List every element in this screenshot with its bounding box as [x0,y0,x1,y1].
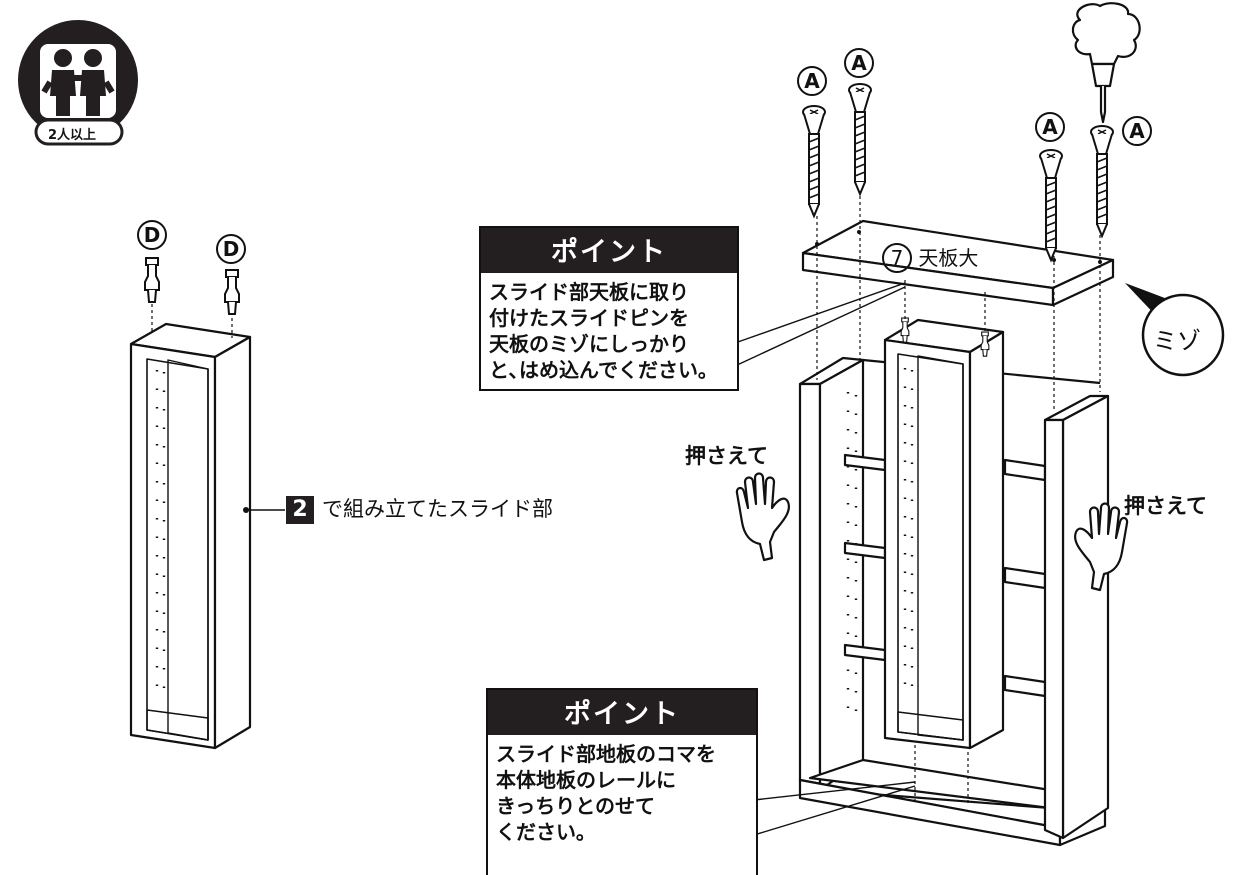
point-box-top: ポイント スライド部天板に取り 付けたスライドピンを 天板のミゾにしっかり と､… [479,226,739,391]
point-heading: ポイント [481,228,737,273]
screw-part-label: A [1122,116,1152,146]
point-leaders [734,282,916,836]
screw-icon [848,83,872,195]
slide-unit-in-cabinet [843,318,1005,750]
hand-icon [735,472,791,562]
top-board-label: 7 天板大 [882,242,978,273]
label-leader-dot [243,507,249,513]
screw-part-label: A [797,66,827,96]
pin-part-label: D [216,234,246,264]
pin-part-label: D [137,220,167,250]
point-heading: ポイント [488,690,756,735]
slide-unit-illustration [129,322,252,750]
top-board-holes [815,230,1102,264]
screw-part-label: A [844,48,874,78]
step-number-badge: 2 [286,496,314,524]
screw-icon [1039,149,1063,261]
hold-instruction-left: 押さえて [685,444,768,468]
top-board [801,219,1115,307]
screw-part-label: A [1035,112,1065,142]
screw-icon [1090,125,1114,237]
cabinet-body [798,356,1110,847]
groove-callout-text: ミゾ [1153,327,1201,355]
groove-callout-bubble [1125,283,1225,377]
screw-icon [802,105,826,217]
point-box-bottom: ポイント スライド部地板のコマを 本体地板のレールに きっちりとのせて ください… [486,688,758,875]
point-body: スライド部地板のコマを 本体地板のレールに きっちりとのせて ください｡ [496,742,716,844]
screwdriver-icon [1071,2,1141,124]
point-body: スライド部天板に取り 付けたスライドピンを 天板のミゾにしっかり と､はめ込んで… [489,280,708,382]
alignment-guides [816,196,1101,806]
hold-instruction-right: 押さえて [1124,494,1207,518]
slide-pin-icon [224,269,240,315]
slide-pin-icon [144,257,160,303]
two-person-icon [18,20,138,146]
two-person-badge-text: 2人以上 [48,128,97,143]
